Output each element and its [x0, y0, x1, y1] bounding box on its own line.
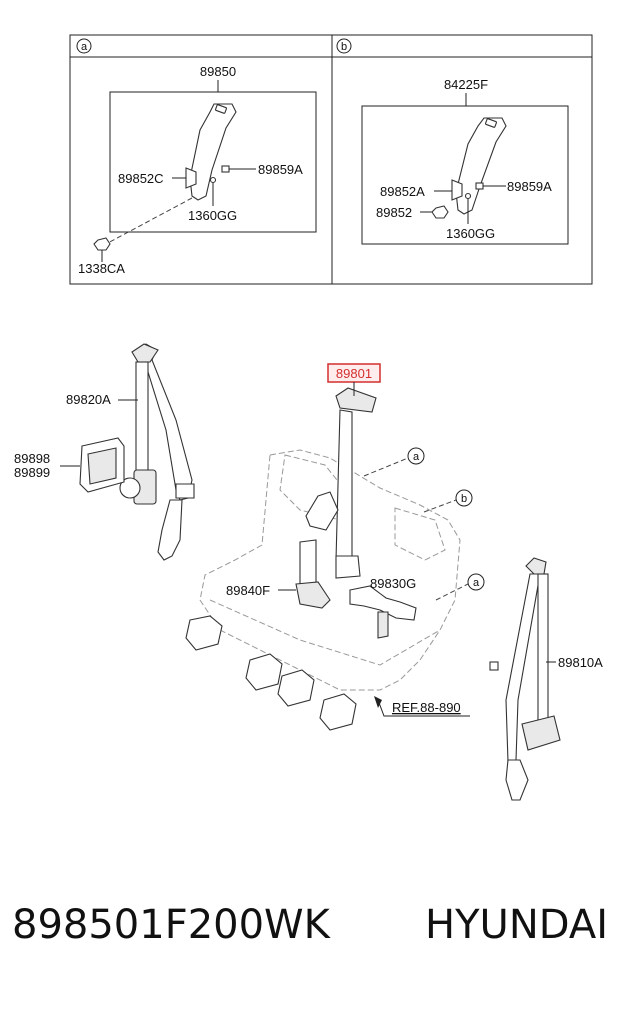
- callout-b: b: [423, 489, 473, 513]
- center-seatbelt: [305, 387, 377, 579]
- rear-seat-outline: [199, 449, 461, 691]
- detail-table: [69, 34, 593, 285]
- panel-a-assembly-label: 89850: [200, 64, 236, 79]
- panel-b-bracket: [451, 117, 507, 215]
- panel-b-label-4: 1360GG: [446, 226, 495, 241]
- panel-a-label-1: 89852C: [118, 171, 164, 186]
- label-89810a: 89810A: [558, 655, 603, 670]
- panel-b-label-2: 89859A: [507, 179, 552, 194]
- highlight-label: 89801: [336, 366, 372, 381]
- panel-a-bracket: [185, 103, 237, 201]
- panel-b-nut: [431, 205, 449, 219]
- caption: 898501F200WK HYUNDAI: [0, 905, 620, 945]
- buckle-89830g: [349, 585, 417, 639]
- belt-cover: [79, 437, 125, 493]
- panel-b-bolt: [475, 182, 492, 190]
- panel-a-label-3: 1360GG: [188, 208, 237, 223]
- reference-arrow: [374, 696, 382, 708]
- panel-a: a 89850 89852C 89859A 1360GG 1338CA: [76, 38, 317, 276]
- parts-diagram: a 89850 89852C 89859A 1360GG 1338CA b: [14, 34, 603, 801]
- label-89899: 89899: [14, 465, 50, 480]
- brand-name: HYUNDAI: [425, 902, 608, 948]
- label-89820a: 89820A: [66, 392, 111, 407]
- callout-a-2: a: [435, 573, 485, 601]
- reference-line: [377, 699, 470, 717]
- buckle-89840f: [295, 539, 331, 609]
- panel-b-label-1: 89852A: [380, 184, 425, 199]
- panel-a-bolt: [221, 165, 238, 173]
- panel-a-letter: a: [81, 41, 88, 53]
- reference-label: REF.88-890: [392, 700, 461, 715]
- seat-hinges: [185, 615, 357, 731]
- label-89898: 89898: [14, 451, 50, 466]
- panel-a-label-2: 89859A: [258, 162, 303, 177]
- panel-a-circle: [76, 38, 92, 54]
- panel-b-inner-box: [361, 105, 569, 245]
- callout-a-1: a: [363, 447, 425, 477]
- label-89840f: 89840F: [226, 583, 270, 598]
- left-seatbelt: [119, 343, 195, 561]
- svg-text:a: a: [473, 577, 480, 589]
- svg-text:b: b: [461, 493, 467, 505]
- panel-a-inner-box: [109, 91, 317, 233]
- panel-a-nut: [93, 237, 111, 251]
- panel-b-letter: b: [341, 41, 347, 53]
- panel-b: b 84225F 89852A 89859A 89852 1360GG: [336, 38, 569, 245]
- panel-a-label-4: 1338CA: [78, 261, 125, 276]
- right-seatbelt: [489, 557, 561, 801]
- label-89830g: 89830G: [370, 576, 416, 591]
- part-number: 898501F200WK: [12, 902, 330, 948]
- panel-b-circle: [336, 38, 352, 54]
- panel-b-label-3: 89852: [376, 205, 412, 220]
- svg-text:a: a: [413, 451, 420, 463]
- panel-b-assembly-label: 84225F: [444, 77, 488, 92]
